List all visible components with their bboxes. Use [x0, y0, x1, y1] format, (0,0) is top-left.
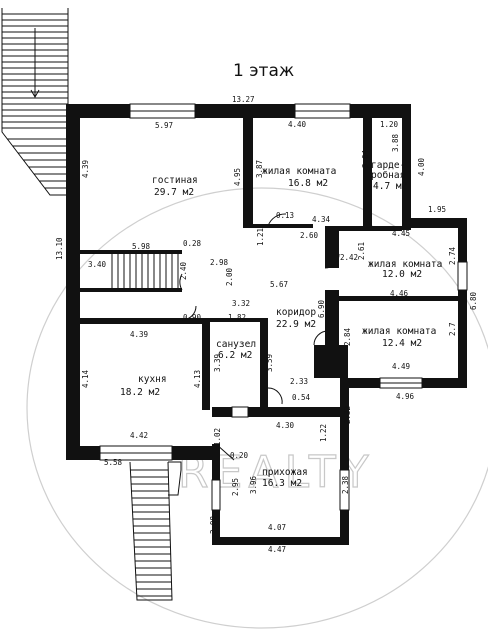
dim-13-10: 13.10 [55, 237, 64, 260]
dim-4-13: 4.13 [193, 370, 202, 388]
dim-4-46: 4.46 [390, 289, 409, 298]
dim-5-67: 5.67 [270, 280, 288, 289]
dim-13-27: 13.27 [232, 95, 255, 104]
dimension-labels-vertical: 4.39 13.10 4.95 3.87 3.64 3.88 4.00 1.21… [55, 133, 478, 534]
dim-6-80: 6.80 [469, 291, 478, 310]
dim-3-87: 3.87 [255, 160, 264, 178]
dim-3-32: 3.32 [232, 299, 250, 308]
dim-1-02: 1.02 [213, 428, 222, 446]
dim-1-22: 1.22 [319, 424, 328, 442]
dim-4-47: 4.47 [268, 545, 286, 554]
room-labels: гостиная 29.7 м2 жилая комната 16.8 м2 г… [120, 160, 442, 489]
door-swings [179, 213, 373, 461]
dim-4-96: 4.96 [396, 392, 415, 401]
dim-4-14: 4.14 [81, 369, 90, 388]
dim-5-58: 5.58 [104, 458, 123, 467]
dim-0-20: 0.20 [230, 451, 249, 460]
dim-4-45: 4.45 [392, 229, 410, 238]
room-name-kuhnya: кухня [138, 374, 167, 385]
dim-4-95: 4.95 [233, 168, 242, 186]
room-name-sanuzel: санузел [216, 339, 256, 350]
dim-1-82: 1.82 [228, 313, 246, 322]
inner-walls [80, 118, 458, 410]
dim-3-40: 3.40 [88, 260, 107, 269]
upper-stair [1, 8, 69, 196]
room-area-sanuzel: 6.2 м2 [218, 350, 252, 361]
room-name-zhilaya1: жилая комната [262, 166, 336, 177]
room-area-garderob: 4.7 м2 [373, 181, 407, 192]
dim-2-60: 2.60 [300, 231, 319, 240]
dim-4-42: 4.42 [130, 431, 148, 440]
dimension-labels: 13.27 5.97 4.40 1.20 1.95 0.13 4.34 2.60… [88, 95, 446, 554]
dim-4-49: 4.49 [392, 362, 410, 371]
dim-3-59: 3.59 [265, 354, 274, 372]
room-area-koridor: 22.9 м2 [276, 319, 316, 330]
dim-2-61: 2.61 [357, 242, 366, 260]
dim-2-98a: 2.98 [210, 258, 229, 267]
dim-4-34: 4.34 [312, 215, 331, 224]
dim-2-84: 2.84 [343, 327, 352, 346]
dim-3-39: 3.39 [213, 354, 222, 372]
dim-1-20: 1.20 [380, 120, 399, 129]
dim-2-00: 2.00 [225, 267, 234, 286]
room-area-zhilaya1: 16.8 м2 [288, 178, 328, 189]
dim-3-96: 3.96 [249, 475, 258, 494]
dim-4-40: 4.40 [288, 120, 307, 129]
dim-4-39a: 4.39 [81, 160, 90, 178]
dim-0-90: 0.90 [183, 313, 202, 322]
room-area-kuhnya: 18.2 м2 [120, 387, 160, 398]
dim-4-39b: 4.39 [130, 330, 148, 339]
lower-stair [129, 461, 182, 601]
dim-0-54: 0.54 [292, 393, 311, 402]
room-area-prihozhaya: 16.3 м2 [262, 478, 302, 489]
room-area-zhilaya3: 12.4 м2 [382, 338, 422, 349]
room-name-prihozhaya: прихожая [262, 467, 308, 478]
dim-5-98: 5.98 [132, 242, 151, 251]
dim-2-95: 2.95 [231, 478, 240, 496]
room-name-zhilaya2: жилая комната [368, 259, 442, 270]
dim-2-7: 2.7 [448, 322, 457, 336]
watermark-ellipse [26, 187, 488, 629]
room-name-koridor: коридор [276, 307, 316, 318]
room-name-gostinaya: гостиная [152, 175, 198, 186]
floor-title: 1 этаж [233, 61, 294, 81]
dim-6-90: 6.90 [317, 299, 326, 318]
dim-2-38: 2.38 [341, 475, 350, 494]
room-name-garderob-b: робная [371, 170, 405, 181]
dim-4-07: 4.07 [268, 523, 286, 532]
dim-2-32: 2.32 [343, 406, 352, 424]
room-name-zhilaya3: жилая комната [362, 326, 436, 337]
windows [99, 103, 468, 511]
room-area-zhilaya2: 12.0 м2 [382, 269, 422, 280]
room-name-garderob-a: гарде- [371, 160, 405, 171]
dim-3-88: 3.88 [391, 133, 400, 152]
dim-2-98b: 2.98 [209, 515, 218, 534]
dim-2-33: 2.33 [290, 377, 308, 386]
dim-2-40: 2.40 [179, 261, 188, 280]
dim-1-21: 1.21 [256, 228, 265, 246]
dim-1-95: 1.95 [428, 205, 446, 214]
dim-2-74: 2.74 [448, 246, 457, 265]
room-area-gostinaya: 29.7 м2 [154, 187, 194, 198]
dim-0-13: 0.13 [276, 211, 294, 220]
dim-3-64: 3.64 [361, 149, 370, 168]
dim-5-97: 5.97 [155, 121, 173, 130]
interior-stair [111, 254, 179, 288]
dim-4-30: 4.30 [276, 421, 295, 430]
dim-0-28: 0.28 [183, 239, 202, 248]
dim-4-00: 4.00 [417, 157, 426, 176]
dim-2-42: 2.42 [340, 253, 358, 262]
